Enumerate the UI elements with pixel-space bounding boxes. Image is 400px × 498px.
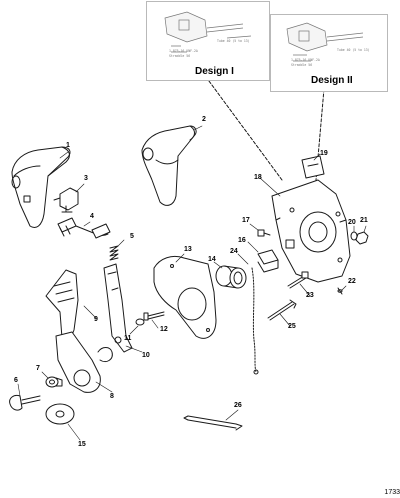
callout-24: 24 xyxy=(230,248,238,255)
block-part-16 xyxy=(257,249,279,273)
switch-part-3 xyxy=(53,187,79,213)
callout-4: 4 xyxy=(90,213,94,220)
callout-11: 11 xyxy=(124,335,132,342)
design-2-note-2: Straddle 56 xyxy=(291,63,312,67)
callout-13: 13 xyxy=(184,246,192,253)
leader-design-1 xyxy=(205,76,283,181)
inset-design-1: 1.875-16 UNF-2A Straddle 56 Tube 40 (5 t… xyxy=(146,1,270,81)
design-2-detail-drawing: 1.875-16 UNF-2A Straddle 56 Tube 40 (5 t… xyxy=(286,22,370,67)
callout-5: 5 xyxy=(130,233,134,240)
inset-design-2: 1.875-16 UNF-2A Straddle 56 Tube 40 (5 t… xyxy=(270,14,388,92)
callout-19: 19 xyxy=(320,150,328,157)
pin-part-22 xyxy=(337,287,343,295)
callout-17: 17 xyxy=(242,217,250,224)
design-1-note-2: Straddle 56 xyxy=(169,54,190,58)
design-1-detail-drawing: 1.875-16 UNF-2A Straddle 56 Tube 40 (5 t… xyxy=(164,11,252,58)
callout-leaders xyxy=(17,125,367,441)
design-1-note-1: 1.875-16 UNF-2A xyxy=(169,49,198,53)
handle-part-1 xyxy=(11,146,71,228)
screw-part-23 xyxy=(287,271,309,289)
knob-screw-part-6 xyxy=(9,395,41,411)
callout-25: 25 xyxy=(288,323,296,330)
figure-number: 1733 xyxy=(384,489,400,496)
design-2-note-3: Tube 40 (5 to 13) xyxy=(337,48,370,52)
screw-part-12 xyxy=(143,311,165,321)
design-1-note-3: Tube 40 (5 to 13) xyxy=(217,39,250,43)
bushing-part-7 xyxy=(45,376,63,388)
screw-part-11 xyxy=(135,318,145,326)
spring-part-5 xyxy=(109,245,119,261)
callout-18: 18 xyxy=(254,174,262,181)
lever-part-9 xyxy=(45,269,79,341)
bolt-part-26 xyxy=(183,415,243,431)
washer-part-15 xyxy=(45,403,75,425)
design-2-note-1: 1.875-16 UNF-2A xyxy=(291,58,320,62)
callout-21: 21 xyxy=(360,217,368,224)
nut-part-21 xyxy=(355,231,369,245)
callout-12: 12 xyxy=(160,326,168,333)
callout-22: 22 xyxy=(348,278,356,285)
callout-15: 15 xyxy=(78,441,86,448)
screw-part-17 xyxy=(257,229,271,237)
housing-part-18 xyxy=(271,179,351,283)
callout-2: 2 xyxy=(202,116,206,123)
callout-6: 6 xyxy=(14,377,18,384)
callout-20: 20 xyxy=(348,219,356,226)
arm-part-8 xyxy=(55,331,113,393)
design-2-label: Design II xyxy=(311,75,353,86)
handle-part-2 xyxy=(141,125,197,206)
callout-26: 26 xyxy=(234,402,242,409)
callout-8: 8 xyxy=(110,393,114,400)
design-1-label: Design I xyxy=(195,66,234,77)
callout-23: 23 xyxy=(306,292,314,299)
callout-16: 16 xyxy=(238,237,246,244)
callout-14: 14 xyxy=(208,256,216,263)
clip-part-19 xyxy=(301,155,325,179)
callout-10: 10 xyxy=(142,352,150,359)
cover-plate-part-13 xyxy=(153,255,217,339)
connector-part-4 xyxy=(57,217,111,239)
callout-9: 9 xyxy=(94,316,98,323)
chain-part-24 xyxy=(251,267,259,375)
callout-3: 3 xyxy=(84,175,88,182)
callout-7: 7 xyxy=(36,365,40,372)
bolt-part-25 xyxy=(267,299,297,321)
callout-1: 1 xyxy=(66,142,70,149)
sleeve-part-14 xyxy=(215,265,247,289)
